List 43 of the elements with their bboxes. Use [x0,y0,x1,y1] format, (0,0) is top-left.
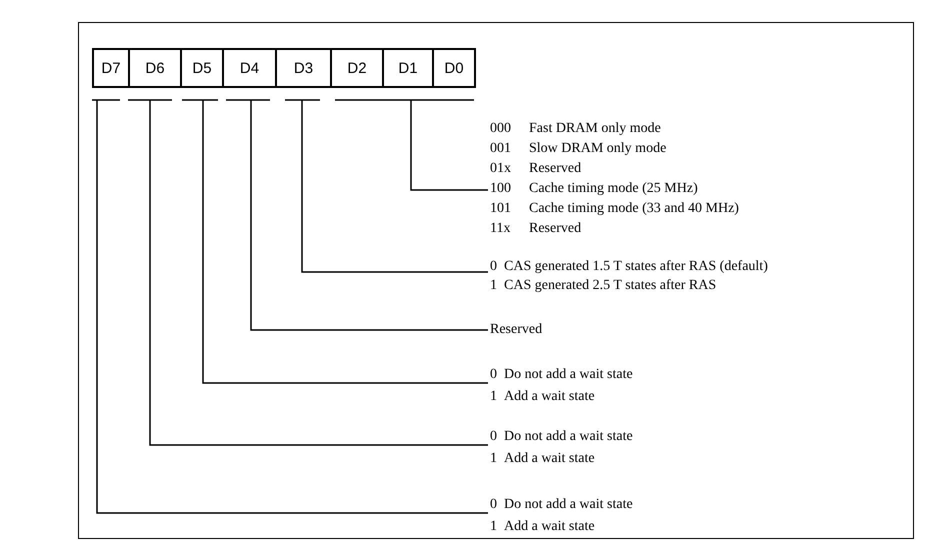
bit-value-description: Do not add a wait state [504,367,633,383]
bit-field-connector [127,99,489,446]
bit-value-code: 0 [490,429,498,445]
bit-value-code: 0 [490,497,498,513]
bit-value-code: 01x [490,161,512,177]
bit-field-connector [91,99,489,514]
bit-value-description: Add a wait state [504,519,596,535]
bit-value-description: Do not add a wait state [504,497,633,513]
register-bit-cell: D2 [330,48,384,88]
bit-value-description: CAS generated 1.5 T states after RAS (default) [504,258,768,274]
bit-value-description: Reserved [529,221,582,237]
bit-value-description: Cache timing mode (25 MHz) [529,181,699,197]
register-bit-cell: D1 [382,48,434,88]
bit-value-code: 0 [490,258,498,274]
bit-field-connector [225,99,489,331]
register-bit-cell: D4 [222,48,277,88]
register-bit-cell: D6 [128,48,182,88]
register-bit-cell: D0 [432,48,476,88]
bit-value-code: 1 [490,278,498,294]
register-bit-cell: D3 [275,48,332,88]
register-bit-cell: D7 [92,48,130,88]
bit-field-connector [181,99,489,384]
bit-value-code: 1 [490,451,498,467]
bit-value-code: 0 [490,367,498,383]
bit-field-connector [334,99,489,191]
bit-value-description: Cache timing mode (33 and 40 MHz) [529,201,739,217]
bit-field-connector [284,99,489,273]
bit-value-description: Slow DRAM only mode [529,141,668,157]
bit-value-code: 1 [490,519,498,535]
bit-value-code: 001 [490,141,512,157]
bit-value-code: 000 [490,121,512,137]
bit-value-description: Reserved [529,161,582,177]
bit-value-code: 1 [490,389,498,405]
bit-description: Reserved [490,320,542,340]
bit-value-description: Fast DRAM only mode [529,121,662,137]
bit-value-code: 101 [490,201,512,217]
bit-value-description: Add a wait state [504,389,596,405]
bit-value-description: Add a wait state [504,451,596,467]
bit-value-code: 100 [490,181,512,197]
bit-value-description: Do not add a wait state [504,429,633,445]
register-bit-cell: D5 [180,48,224,88]
bit-value-code: 11x [490,221,512,237]
bit-value-description: CAS generated 2.5 T states after RAS [504,278,718,294]
